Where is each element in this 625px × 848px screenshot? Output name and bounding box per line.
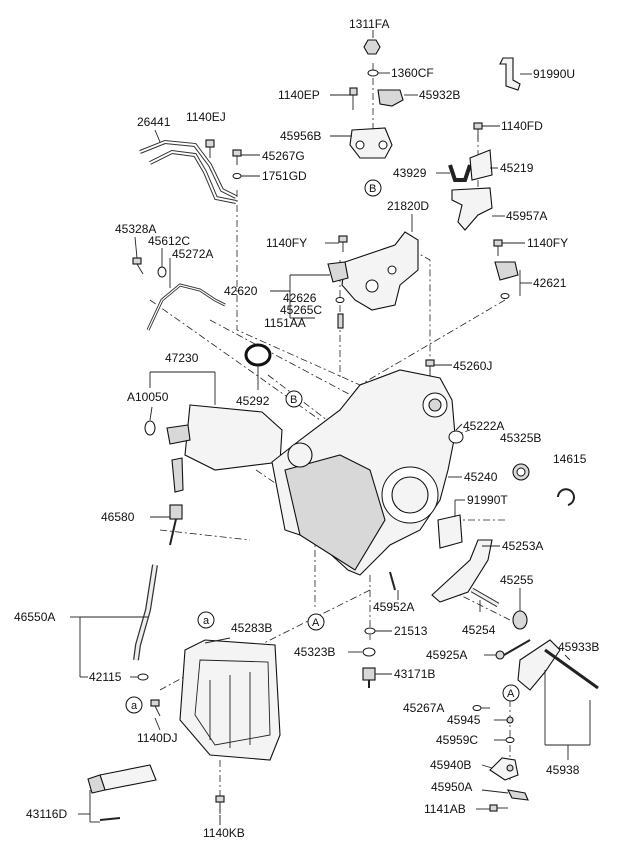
- label-45265C: 45265C: [280, 303, 322, 317]
- label-42621: 42621: [533, 276, 567, 290]
- label-14615: 14615: [553, 452, 587, 466]
- label-45292: 45292: [236, 394, 270, 408]
- label-45956B: 45956B: [280, 129, 321, 143]
- part-labels: 1311FA 1360CF 91990U 1140EP 45932B 26441…: [14, 17, 599, 840]
- label-45267G: 45267G: [262, 149, 305, 163]
- label-42626: 42626: [283, 291, 317, 305]
- label-43116D: 43116D: [26, 807, 67, 821]
- label-1360CF: 1360CF: [391, 66, 434, 80]
- label-46580: 46580: [101, 510, 135, 524]
- label-A10050: A10050: [127, 390, 169, 404]
- label-45272A: 45272A: [172, 247, 213, 261]
- label-45957A: 45957A: [506, 209, 547, 223]
- label-45925A: 45925A: [426, 648, 467, 662]
- label-45959C: 45959C: [436, 733, 478, 747]
- label-1140EP: 1140EP: [278, 88, 320, 102]
- label-45328A: 45328A: [115, 222, 156, 236]
- marker-a-case: A: [312, 617, 320, 629]
- label-46550A: 46550A: [14, 610, 55, 624]
- label-21513: 21513: [394, 624, 428, 638]
- label-45940B: 45940B: [430, 758, 471, 772]
- label-91990T: 91990T: [467, 493, 508, 507]
- label-47230: 47230: [165, 351, 199, 365]
- label-1141AB: 1141AB: [424, 802, 466, 816]
- leader-lines: [70, 30, 591, 825]
- reference-markers: B B A a a A: [125, 179, 520, 714]
- label-45255: 45255: [500, 573, 534, 587]
- label-45612C: 45612C: [148, 234, 190, 248]
- label-45323B: 45323B: [294, 645, 335, 659]
- part-drawings: [87, 39, 599, 821]
- label-45267A: 45267A: [403, 701, 444, 715]
- label-45260J: 45260J: [453, 359, 492, 373]
- label-45933B: 45933B: [558, 640, 599, 654]
- marker-a-lower: A: [507, 688, 515, 700]
- label-45222A: 45222A: [463, 419, 504, 433]
- label-45240: 45240: [464, 470, 498, 484]
- label-45325B: 45325B: [500, 431, 541, 445]
- label-1311FA: 1311FA: [349, 17, 389, 31]
- label-45950A: 45950A: [431, 780, 472, 794]
- label-42620: 42620: [224, 284, 258, 298]
- label-1140FY-right: 1140FY: [527, 236, 568, 250]
- marker-a-pan-left: a: [131, 700, 138, 712]
- marker-b-upper: B: [369, 183, 376, 195]
- label-1751GD: 1751GD: [262, 169, 307, 183]
- label-45219: 45219: [500, 161, 534, 175]
- label-1140FD: 1140FD: [501, 119, 543, 133]
- label-1140KB: 1140KB: [203, 826, 245, 840]
- marker-b-case: B: [290, 394, 297, 406]
- label-45945: 45945: [447, 713, 481, 727]
- marker-a-pan-top: a: [203, 615, 210, 627]
- label-45253A: 45253A: [502, 539, 543, 553]
- label-45283B: 45283B: [231, 621, 272, 635]
- label-42115: 42115: [89, 670, 122, 684]
- label-45952A: 45952A: [373, 600, 414, 614]
- label-45932B: 45932B: [419, 88, 460, 102]
- label-1140FY-left: 1140FY: [266, 236, 307, 250]
- label-91990U: 91990U: [533, 67, 575, 81]
- label-1151AA: 1151AA: [264, 316, 306, 330]
- label-1140DJ: 1140DJ: [137, 731, 177, 745]
- label-1140EJ: 1140EJ: [186, 110, 226, 124]
- label-45254: 45254: [462, 623, 496, 637]
- label-26441: 26441: [137, 115, 171, 129]
- label-21820D: 21820D: [387, 199, 429, 213]
- label-45938: 45938: [546, 763, 580, 777]
- label-43171B: 43171B: [394, 667, 435, 681]
- label-43929: 43929: [393, 166, 427, 180]
